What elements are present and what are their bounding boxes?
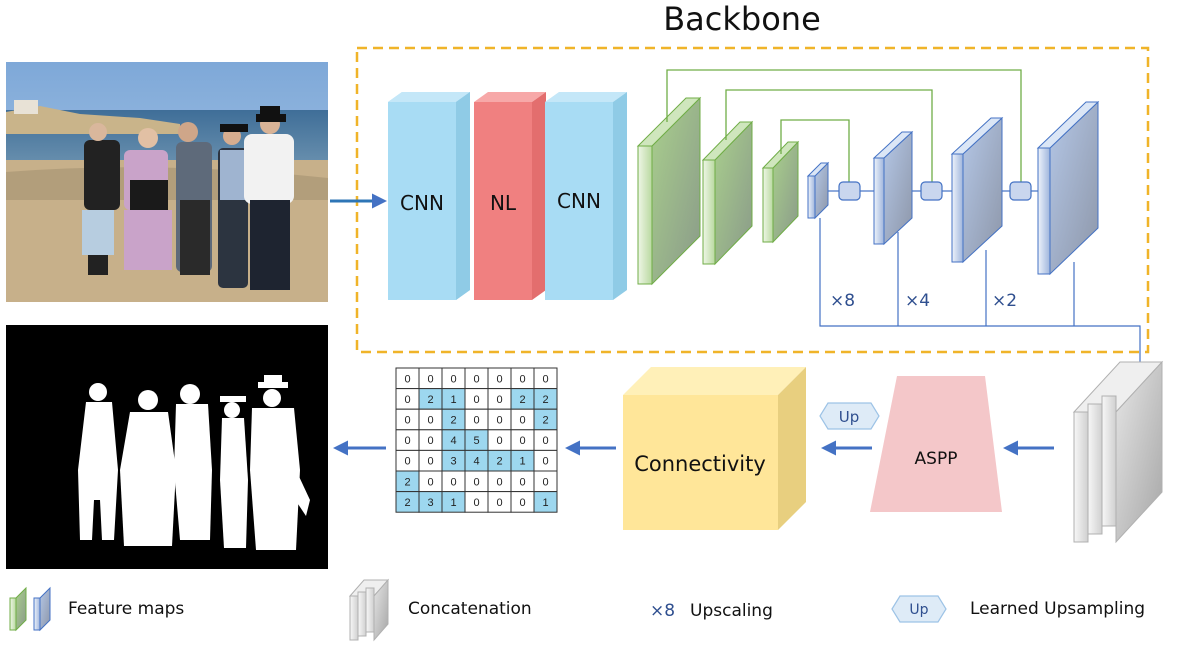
concatenation-stack — [1072, 360, 1164, 544]
grid-cell-value: 0 — [542, 456, 548, 468]
scale-label-x2: ×2 — [992, 291, 1017, 311]
grid-cell-value: 3 — [450, 456, 456, 468]
legend: Feature maps Concatenation ×8 Upscaling … — [9, 578, 1145, 642]
grid-cell-value: 0 — [427, 456, 433, 468]
grid-cell-value: 0 — [542, 373, 548, 385]
grid-cell-value: 0 — [450, 476, 456, 488]
grid-cell-value: 0 — [519, 415, 525, 427]
grid-cell-value: 1 — [542, 497, 548, 509]
grid-cell-value: 0 — [427, 435, 433, 447]
connectivity-grid: 0 0 0 0 0 0 0 0 2 1 0 0 2 2 0 0 2 0 0 0 2 0 0 4 5 0 0 0 0 0 3 4 2 1 0 2 0 0 0 0… — [395, 367, 558, 513]
scale-label-x8: ×8 — [830, 291, 855, 311]
legend-upscale-symbol: ×8 — [650, 601, 675, 621]
grid-cell-value: 2 — [404, 476, 410, 488]
grid-cell-value: 0 — [496, 476, 502, 488]
grid-cell-value: 2 — [404, 497, 410, 509]
grid-cell-value: 0 — [473, 476, 479, 488]
cnn-block-1: CNN — [388, 92, 470, 300]
grid-cell — [533, 491, 558, 513]
decoder-feature-map-3 — [950, 116, 1004, 264]
encoder-feature-map-3 — [761, 140, 800, 244]
grid-cell-value: 0 — [404, 415, 410, 427]
decoder-feature-map-2 — [872, 130, 914, 246]
grid-cell-value: 4 — [473, 456, 479, 468]
grid-cell-value: 0 — [473, 394, 479, 406]
grid-cell-value: 0 — [450, 373, 456, 385]
decoder-feature-map-1 — [806, 161, 830, 220]
nl-label: NL — [490, 191, 517, 215]
grid-cell-value: 0 — [404, 394, 410, 406]
scale-label-x4: ×4 — [905, 291, 930, 311]
grid-cell-value: 0 — [404, 456, 410, 468]
nl-block: NL — [474, 92, 546, 300]
grid-cell-value: 0 — [427, 476, 433, 488]
up-label: Up — [839, 408, 860, 426]
legend-concatenation-icon — [348, 578, 390, 642]
input-photo — [6, 62, 328, 302]
legend-concatenation: Concatenation — [408, 599, 532, 619]
encoder-feature-map-2 — [701, 120, 754, 266]
output-mask — [6, 325, 328, 569]
connectivity-label: Connectivity — [634, 452, 766, 476]
legend-feature-maps-icon — [9, 586, 51, 632]
cnn-block-2: CNN — [545, 92, 627, 300]
grid-cell-value: 0 — [496, 435, 502, 447]
grid-cell-value: 3 — [427, 497, 433, 509]
legend-up-symbol: Up — [909, 602, 928, 618]
legend-learned-upsampling: Learned Upsampling — [970, 599, 1145, 619]
backbone-title: Backbone — [663, 0, 821, 38]
grid-cell-value: 2 — [427, 394, 433, 406]
aspp-label: ASPP — [915, 449, 958, 469]
grid-cell-value: 0 — [496, 415, 502, 427]
grid-cell-value: 1 — [450, 497, 456, 509]
grid-cell-value: 2 — [542, 415, 548, 427]
grid-cell-value: 2 — [450, 415, 456, 427]
grid-cell-value: 2 — [496, 456, 502, 468]
encoder-feature-map-1 — [636, 96, 702, 286]
grid-cell-value: 0 — [496, 394, 502, 406]
grid-cell-value: 1 — [450, 394, 456, 406]
legend-feature-maps: Feature maps — [68, 599, 184, 619]
merge-nodes — [838, 181, 1032, 201]
cnn-label-2: CNN — [557, 189, 601, 213]
grid-cell-value: 0 — [542, 435, 548, 447]
grid-cell-value: 2 — [519, 394, 525, 406]
grid-cell-value: 0 — [496, 497, 502, 509]
aspp-block — [870, 376, 1002, 512]
grid-cell-value: 0 — [473, 497, 479, 509]
grid-cell-value: 0 — [404, 435, 410, 447]
grid-cell-value: 0 — [496, 373, 502, 385]
grid-cell-value: 0 — [473, 415, 479, 427]
grid-cell-value: 1 — [519, 456, 525, 468]
legend-up-hexagon-icon: Up — [891, 595, 947, 623]
skip-connections — [666, 69, 1022, 182]
grid-cell-value: 5 — [473, 435, 479, 447]
up-hexagon: Up — [819, 402, 880, 430]
grid-cell-value: 0 — [404, 373, 410, 385]
grid-cell-value: 0 — [427, 415, 433, 427]
grid-cell-value: 0 — [519, 476, 525, 488]
cnn-label-1: CNN — [400, 191, 444, 215]
grid-cell-value: 0 — [542, 476, 548, 488]
grid-cell-value: 0 — [519, 497, 525, 509]
grid-cell-value: 2 — [542, 394, 548, 406]
decoder-feature-map-4 — [1036, 100, 1100, 276]
grid-cell-value: 0 — [519, 373, 525, 385]
connectivity-block: Connectivity — [623, 367, 806, 530]
grid-cell-value: 4 — [450, 435, 456, 447]
grid-cell-value: 0 — [427, 373, 433, 385]
grid-cell-value: 0 — [473, 373, 479, 385]
grid-cell-value: 0 — [519, 435, 525, 447]
upscale-lines — [819, 218, 1141, 372]
legend-upscaling: Upscaling — [690, 601, 773, 621]
